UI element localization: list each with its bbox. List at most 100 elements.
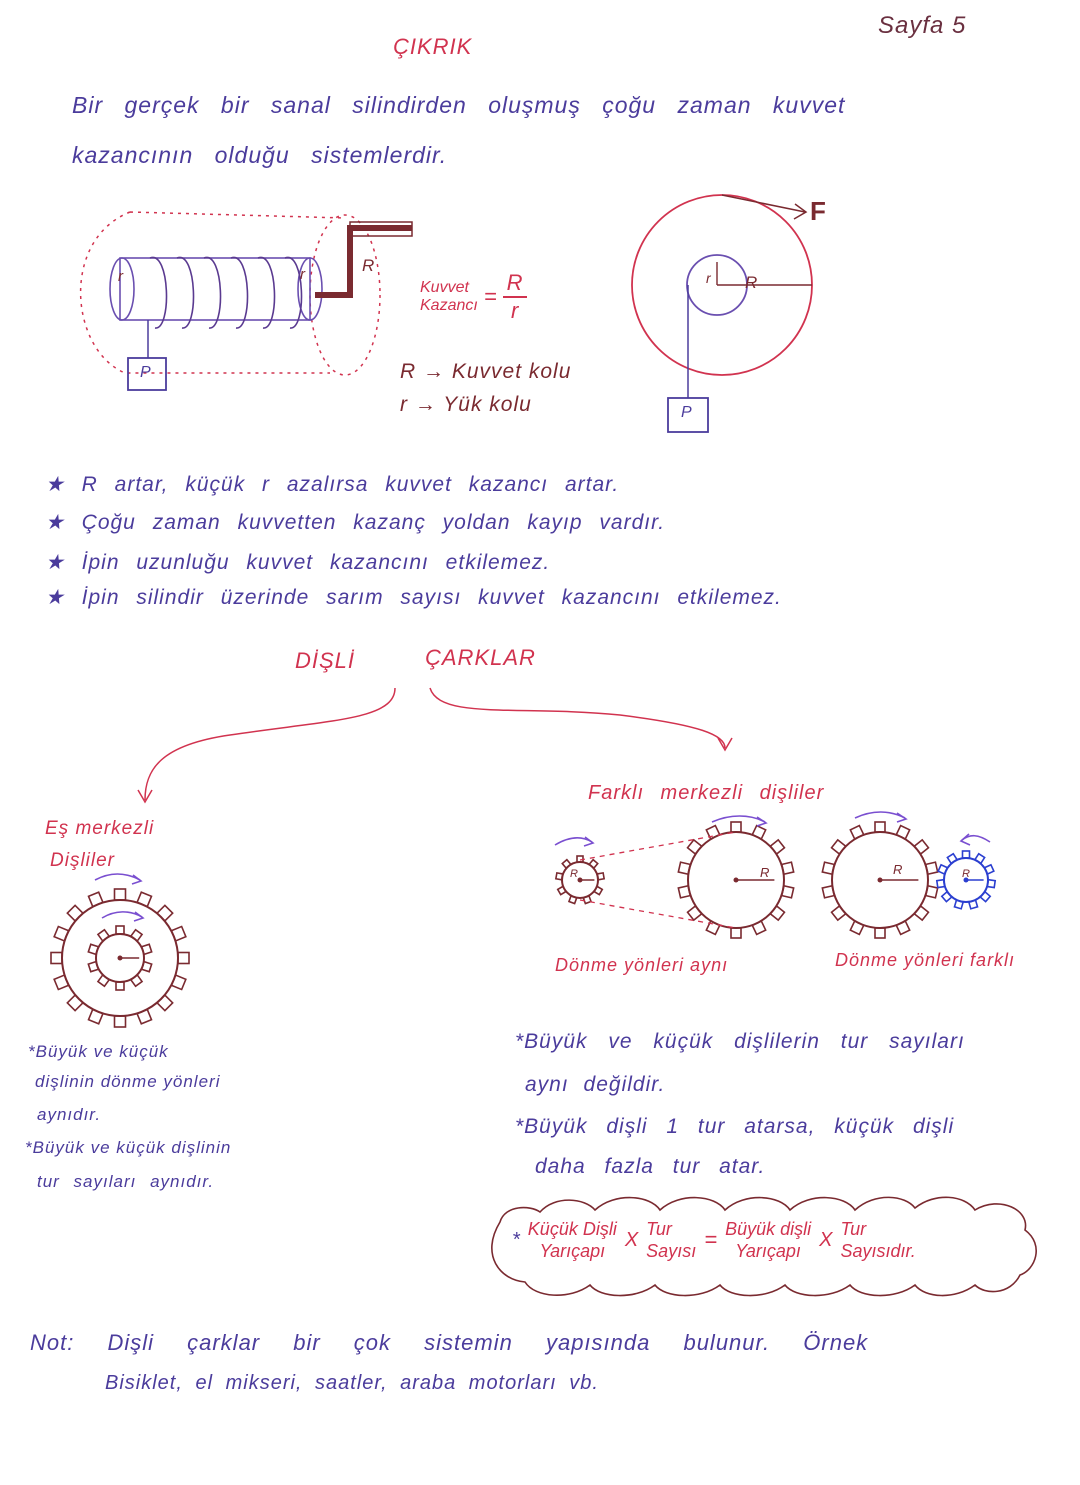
definition-line2: kazancının olduğu sistemlerdir. [72, 142, 448, 168]
left-note: tur sayıları aynıdır. [37, 1172, 215, 1191]
gear-tooth [946, 852, 959, 865]
small-gear-belt [554, 855, 606, 905]
label-R: R [362, 256, 376, 275]
gear-tooth [556, 885, 568, 896]
gear-tooth [561, 858, 572, 870]
gear-tooth [129, 973, 144, 988]
gear-tooth [87, 943, 100, 956]
gear-tooth [849, 920, 865, 936]
left-note: aynıdır. [37, 1105, 102, 1124]
right-note: *Büyük ve küçük dişlilerin tur sayıları [515, 1030, 965, 1053]
turn-count: Tur [646, 1219, 672, 1239]
gear-tooth [677, 884, 692, 899]
gear-tooth [53, 925, 70, 942]
gear-tooth [849, 824, 865, 840]
formula-star: * [512, 1228, 520, 1251]
formula-denominator: r [510, 298, 519, 323]
gear-tooth [129, 928, 144, 943]
branch-arrows [137, 687, 733, 804]
turn-count: Tur [840, 1219, 867, 1239]
eccentric-heading: Farklı merkezli dişliler [588, 782, 825, 804]
small-gear-meshed [935, 850, 997, 910]
formula-equals: = [483, 284, 497, 309]
gear-tooth [113, 1015, 127, 1028]
gear-tooth [567, 894, 578, 905]
big-gear-radius-2: Yarıçapı [735, 1241, 801, 1261]
left-note: dişlinin dönme yönleri [35, 1072, 221, 1091]
gear-label: R [893, 862, 904, 877]
caption-same-direction: Dönme yönleri aynı [555, 955, 729, 975]
gear-tooth [66, 993, 85, 1012]
gear-tooth [705, 824, 721, 840]
equals: = [704, 1227, 718, 1252]
gear-tooth [730, 821, 742, 833]
label-P-wheel: P [681, 404, 693, 421]
note-line2: Bisiklet, el mikseri, saatler, araba mot… [105, 1372, 599, 1394]
gear-label: R [962, 868, 971, 880]
gear-tooth [874, 927, 886, 939]
bullet: ★ Çoğu zaman kuvvetten kazanç yoldan kay… [45, 511, 666, 534]
gear-tooth [155, 993, 174, 1012]
legend-r: r → Yük kolu [400, 393, 532, 416]
gear-label: R [570, 868, 579, 880]
gear-tooth [170, 925, 187, 942]
page-number: Sayfa 5 [878, 12, 967, 39]
gear-tooth [554, 871, 564, 881]
big-gear-radius: Büyük dişli [725, 1219, 812, 1239]
small-gear-radius: Küçük Dişli [527, 1219, 617, 1239]
gear-tooth [913, 904, 930, 922]
gear-tooth [155, 904, 174, 923]
gear-tooth [115, 925, 125, 935]
gear-tooth [87, 960, 100, 973]
gear-tooth [979, 890, 992, 903]
formula-lhs-1: Kuvvet [420, 279, 469, 296]
gear-tooth [769, 838, 786, 856]
formula-numerator: R [502, 270, 527, 298]
gear-tooth [830, 838, 847, 856]
gear-label: R [760, 865, 771, 880]
left-note: *Büyük ve küçük [28, 1042, 169, 1061]
gear-tooth [973, 852, 986, 865]
gear-tooth [961, 850, 971, 859]
gear-tooth [686, 838, 703, 856]
gear-tooth [780, 861, 795, 876]
gear-tooth [96, 973, 111, 988]
label-r-left: r [118, 268, 124, 285]
gear-tooth [136, 1008, 153, 1025]
big-concentric-gear [50, 888, 190, 1028]
gear-tooth [596, 871, 606, 881]
bullet: ★ İpin silindir üzerinde sarım sayısı ku… [45, 586, 782, 609]
gear-tooth [986, 878, 997, 889]
concentric-heading-1: Eş merkezli [45, 818, 155, 839]
gear-tooth [937, 863, 949, 876]
gear-tooth [924, 861, 939, 876]
gear-tooth [87, 1008, 104, 1025]
gear-tooth [895, 824, 911, 840]
concentric-heading-2: Dişliler [50, 850, 115, 871]
gear-tooth [780, 884, 795, 899]
gear-tooth [136, 891, 153, 908]
rotation-arrows [94, 811, 991, 922]
big-gear-belt [677, 821, 795, 939]
gear-tooth [967, 899, 979, 910]
left-note: *Büyük ve küçük dişlinin [25, 1138, 232, 1157]
label-r-wheel: r [706, 270, 712, 286]
gears [50, 821, 997, 1028]
gear-tooth [983, 863, 995, 876]
legend-R: R → Kuvvet kolu [400, 360, 572, 383]
gear-tooth [940, 890, 953, 903]
section-title-cikrik: ÇIKRIK [393, 34, 473, 59]
gear-tooth [87, 891, 104, 908]
label-R-wheel: R [745, 273, 759, 292]
gear-tooth [751, 824, 767, 840]
gear-tooth [140, 960, 153, 973]
gear-tooth [53, 974, 70, 991]
definition-line1: Bir gerçek bir sanal silindirden oluşmuş… [72, 92, 846, 118]
gear-tooth [96, 928, 111, 943]
gear-tooth [751, 920, 767, 936]
right-note: aynı değildir. [525, 1073, 666, 1096]
gear-tooth [677, 861, 692, 876]
small-gear-radius-2: Yarıçapı [539, 1241, 606, 1261]
